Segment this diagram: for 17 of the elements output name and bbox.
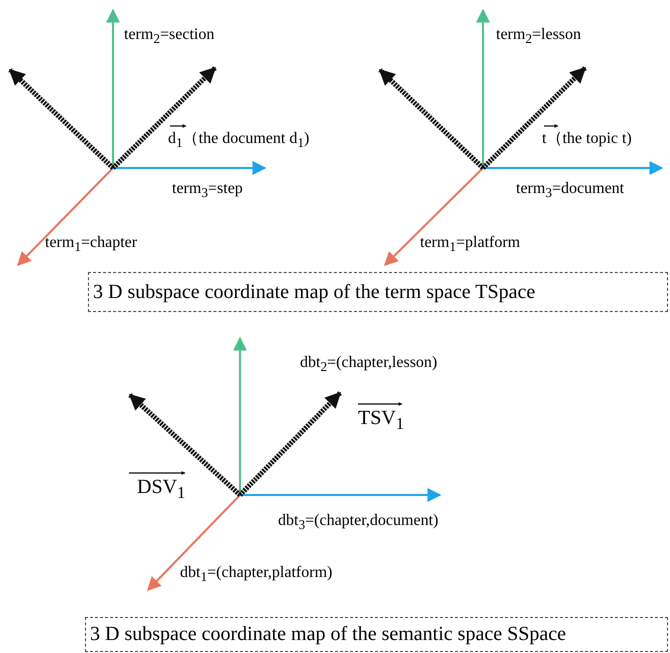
vector-label: t（the topic t)	[542, 130, 632, 148]
caption-text: 3 D subspace coordinate map of the term space TSpace	[92, 280, 536, 304]
vector-label: TSV$_{1}$	[358, 409, 404, 433]
axis-label: term$_{2}$=section	[124, 26, 214, 48]
caption-box	[85, 617, 668, 652]
axis-label: dbt$_{1}$=(chapter,platform)	[180, 564, 332, 586]
axis-label: term$_{1}$=chapter	[45, 234, 138, 256]
axis-label: term$_{3}$=document	[516, 180, 624, 202]
axis-label: term$_{2}$=lesson	[496, 26, 582, 48]
axis-label: term$_{3}$=step	[172, 180, 243, 202]
vector-label: DSV$_{1}$	[137, 478, 186, 502]
axis-label: term$_{1}$=platform	[420, 234, 520, 256]
axis-label: dbt$_{2}$=(chapter,lesson)	[300, 354, 438, 376]
caption-box	[88, 272, 668, 312]
vector-label: d$_{1}$（the document d$_{1}$)	[168, 130, 310, 152]
caption-text: 3 D subspace coordinate map of the semantic space SSpace	[89, 623, 566, 646]
axis-label: dbt$_{3}$=(chapter,document)	[278, 512, 438, 534]
